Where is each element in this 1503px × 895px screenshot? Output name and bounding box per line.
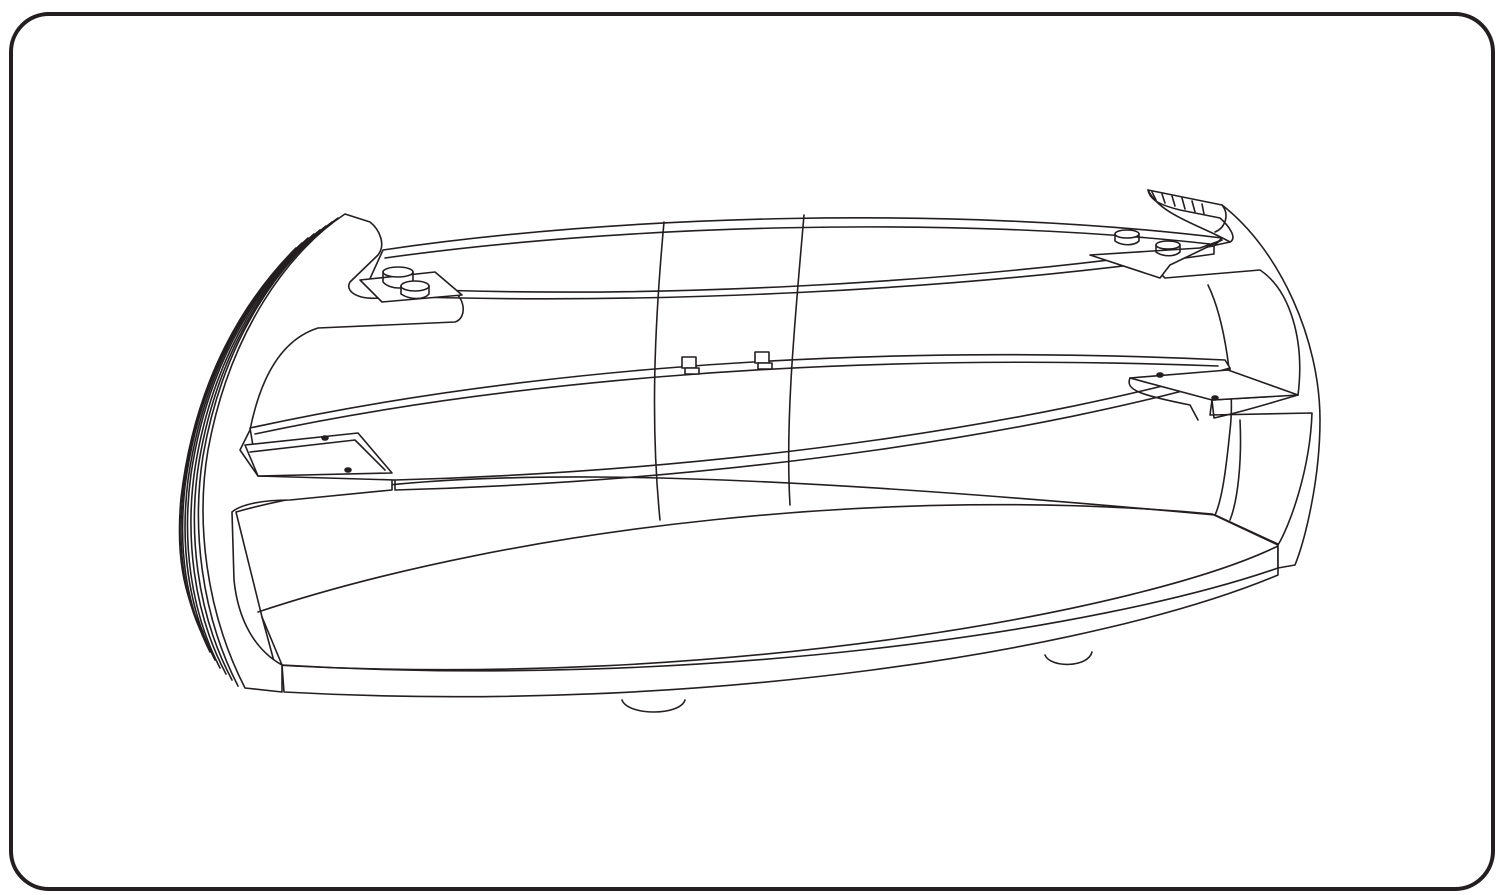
shelf-clips: [682, 352, 772, 374]
right-middle-bracket: [1129, 370, 1298, 420]
centre-supports: [654, 215, 804, 520]
top-glass-shelf: [368, 218, 1222, 299]
right-top-bracket: [1090, 230, 1222, 278]
left-middle-bracket: [245, 433, 392, 476]
left-top-bracket: [360, 267, 462, 302]
middle-glass-shelf: [250, 355, 1230, 490]
feet: [622, 652, 1092, 712]
right-side-panel: [1148, 190, 1320, 568]
base-plinth: [236, 477, 1280, 697]
left-side-panel: [179, 214, 463, 692]
